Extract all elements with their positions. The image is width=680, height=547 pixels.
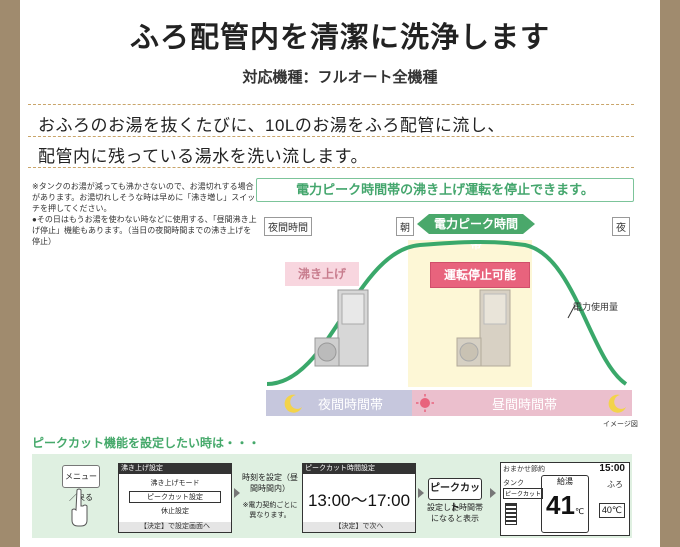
evening-label: 夜 <box>612 217 630 236</box>
peakcut-button[interactable]: ピークカット <box>428 478 482 514</box>
peakcut-heading: ピークカット機能を設定したい時は・・・ <box>32 436 261 450</box>
temp-label: 給湯 <box>557 477 573 486</box>
peak-arrow-left <box>417 214 429 234</box>
page-title: ふろ配管内を清潔に洗浄します <box>129 22 550 54</box>
lcd-header: 沸き上げ設定 <box>119 464 231 474</box>
diagram-banner: 電力ピーク時間帯の沸き上げ運転を停止できます。 <box>256 178 634 202</box>
divider <box>28 104 634 105</box>
day-band <box>412 390 632 416</box>
usage-label: 電力使用量 <box>573 302 619 312</box>
description-line-1: おふろのお湯を抜くたびに、10Lのお湯をふろ配管に流し、 <box>38 116 505 135</box>
description-line-2: 配管内に残っている湯水を洗い流します。 <box>38 147 368 166</box>
temp-display: 給湯 41℃ <box>541 475 589 533</box>
note-item: ※タンクのお湯が減っても沸かさないので、お湯切れする場合があります。お湯切れしそ… <box>32 182 256 213</box>
divider <box>28 167 634 168</box>
temp-unit: ℃ <box>574 507 584 516</box>
morning-label: 朝 <box>396 217 414 236</box>
hand-pointer-icon <box>71 488 88 527</box>
step-arrow-icon <box>490 488 496 498</box>
step2-note: ※電力契約ごとに異なります。 <box>242 502 298 519</box>
menu-back-button[interactable]: メニュー／戻る <box>62 465 100 502</box>
peak-arrow-right <box>523 214 535 234</box>
clock: 15:00 <box>599 463 625 474</box>
image-note: イメージ図 <box>603 421 638 428</box>
step-arrow-icon <box>234 488 240 498</box>
peakcut-badge: ピークカット <box>503 488 544 499</box>
step-arrow-icon <box>418 488 424 498</box>
peak-time-label: 電力ピーク時間帯 <box>429 214 523 251</box>
tank-level-icon <box>505 503 517 525</box>
note-item: ●その日はもうお湯を使わない時などに使用する、「昼間沸き上げ停止」機能もあります… <box>32 215 257 246</box>
tank-label: タンク <box>503 480 524 487</box>
notes: ※タンクのお湯が減っても沸かさないので、お湯切れする場合があります。お湯切れしそ… <box>32 181 258 247</box>
moon-icon <box>608 394 626 413</box>
lcd-footer: 【決定】で次へ <box>303 522 415 532</box>
peakcut-steps: メニュー／戻る 沸き上げ設定 沸き上げモード ピークカット設定 休止設定 【決定… <box>32 454 632 538</box>
stop-available-tag: 運転停止可能 <box>430 262 530 288</box>
menu-item: 休止設定 <box>161 508 189 515</box>
lcd-screen-peakcut-time: ピークカット時間設定 13:00～17:00 【決定】で次へ <box>302 463 416 533</box>
lcd-footer: 【決定】で設定画面へ <box>119 522 231 532</box>
menu-item-selected: ピークカット設定 <box>129 491 221 503</box>
divider <box>28 136 634 137</box>
lcd-screen-boil-settings: 沸き上げ設定 沸き上げモード ピークカット設定 休止設定 【決定】で設定画面へ <box>118 463 232 533</box>
time-band: 夜間時間帯 昼間時間帯 <box>266 390 632 416</box>
time-range: 13:00～17:00 <box>307 491 411 510</box>
menu-item: 沸き上げモード <box>150 480 200 487</box>
page-subtitle: 対応機種：フルオート全機種 <box>242 70 438 86</box>
moon-icon <box>284 394 302 413</box>
lcd-header: ピークカット時間設定 <box>303 464 415 474</box>
night-time-label: 夜間時間 <box>264 217 312 236</box>
boiling-tag: 沸き上げ <box>285 262 359 286</box>
step3-text: 設定した時間帯になると表示 <box>427 503 483 523</box>
bath-label: ふろ <box>607 480 623 489</box>
day-band-label: 昼間時間帯 <box>492 397 558 412</box>
clock-label: おまかせ節約 <box>503 466 545 473</box>
usage-pointer <box>567 304 576 319</box>
water-heater-illustration-left <box>314 289 369 367</box>
main-panel: ふろ配管内を清潔に洗浄します 対応機種：フルオート全機種 おふろのお湯を抜くたび… <box>20 0 660 547</box>
water-heater-illustration-right <box>456 289 511 367</box>
bath-temp: 40℃ <box>598 503 625 518</box>
power-usage-curve <box>266 239 628 386</box>
usage-curve-diagram <box>266 239 628 386</box>
lcd-screen-main: おまかせ節約 15:00 タンク ピークカット 給湯 41℃ ふろ 40℃ <box>500 462 630 536</box>
step2-text: 時刻を設定（昼間時間内） <box>242 473 298 493</box>
temp-value: 41 <box>546 490 575 520</box>
night-band-label: 夜間時間帯 <box>318 397 384 412</box>
sun-icon <box>416 394 434 412</box>
